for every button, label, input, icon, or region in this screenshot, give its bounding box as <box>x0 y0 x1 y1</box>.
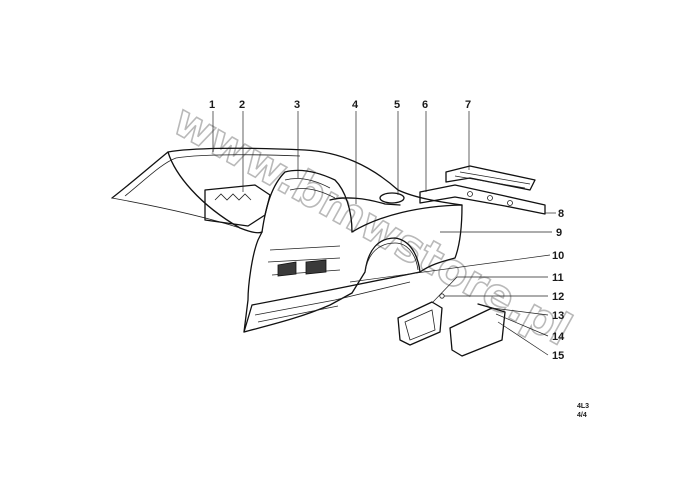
windscreen-edge <box>111 197 241 229</box>
drawing-code-line2: 4/4 <box>577 412 587 419</box>
callout-10: 10 <box>552 250 564 262</box>
callout-9: 9 <box>556 227 562 239</box>
b-pillar <box>261 169 353 233</box>
callout-1: 1 <box>209 99 215 111</box>
callouts: 1 2 3 4 5 6 7 8 9 10 11 12 13 14 15 <box>209 99 565 362</box>
callout-7: 7 <box>465 99 471 111</box>
door-opening <box>243 231 353 333</box>
callout-8: 8 <box>558 208 564 220</box>
rear-light-housing <box>397 301 443 346</box>
watermark: www.bmwstore.pl <box>164 94 581 356</box>
callout-14: 14 <box>552 331 565 343</box>
callout-2: 2 <box>239 99 245 111</box>
callout-6: 6 <box>422 99 428 111</box>
roof-frame <box>111 147 463 206</box>
callout-5: 5 <box>394 99 400 111</box>
sill <box>243 271 421 333</box>
callout-3: 3 <box>294 99 300 111</box>
callout-11: 11 <box>552 272 564 284</box>
callout-13: 13 <box>552 310 564 322</box>
fuel-filler <box>379 192 405 204</box>
leader-lines <box>212 111 556 356</box>
side-member <box>419 184 546 215</box>
callout-12: 12 <box>552 291 564 303</box>
roof-frame-inner <box>124 154 301 197</box>
rear-quarter-panel <box>351 204 463 294</box>
drawing-code: 4L3 4/4 <box>577 403 589 419</box>
callout-15: 15 <box>552 350 564 362</box>
quarter-inner <box>329 197 401 206</box>
callout-4: 4 <box>352 99 359 111</box>
watermark-text: www.bmwstore.pl <box>165 95 580 356</box>
reinforcement-7 <box>445 165 536 191</box>
bolt-13 <box>477 303 493 309</box>
drawing-code-line1: 4L3 <box>577 403 589 410</box>
